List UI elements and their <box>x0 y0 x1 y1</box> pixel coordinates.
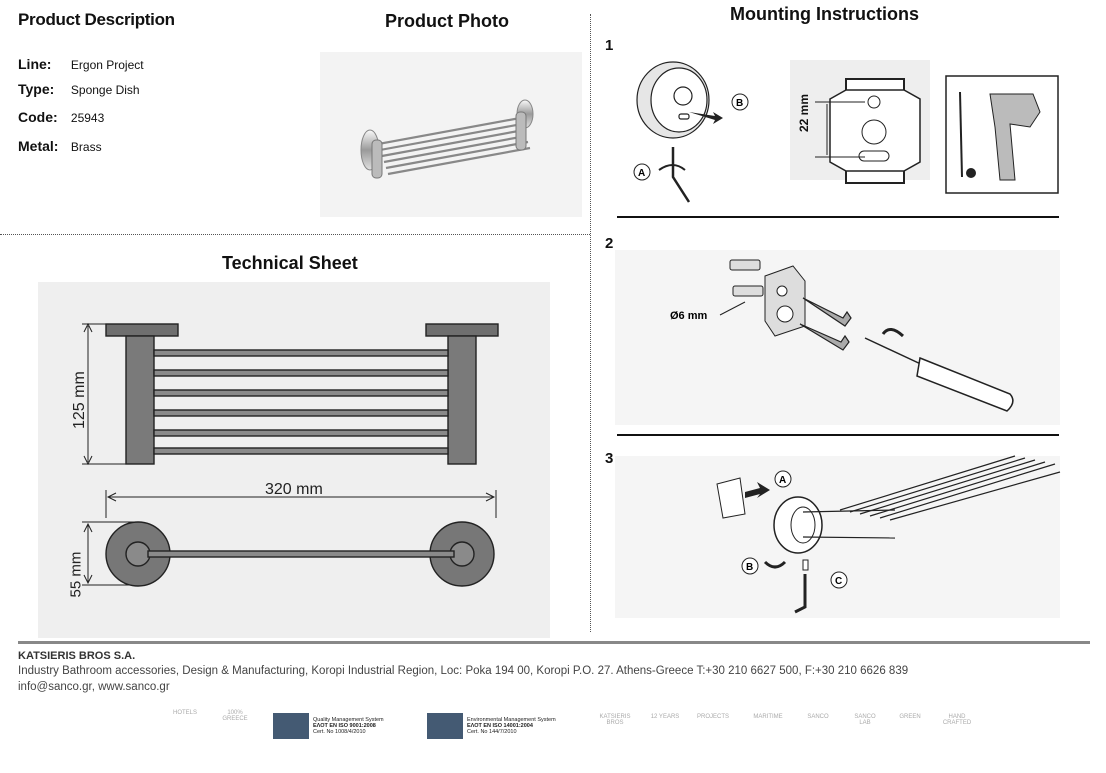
spec-value: Sponge Dish <box>70 83 140 97</box>
step-number: 3 <box>605 450 614 467</box>
spec-label: Type: <box>18 81 55 97</box>
footer-rule <box>18 641 1090 644</box>
certification-logos: HOTELS 100% GREECE Quality Management Sy… <box>170 710 971 744</box>
katsieris-logo: KATSIERIS BROS <box>599 714 631 726</box>
dimension-22mm: 22 mm <box>797 93 812 133</box>
label-a: A <box>779 475 786 486</box>
separator <box>0 234 590 235</box>
spec-row-line: Line: Ergon Project <box>18 56 144 72</box>
spec-row-metal: Metal: Brass <box>18 138 102 154</box>
eurocert-logo <box>427 713 463 739</box>
spec-value: Brass <box>70 140 102 154</box>
green-logo: GREEN <box>899 714 921 720</box>
spec-row-type: Type: Sponge Dish <box>18 81 140 97</box>
spec-row-code: Code: 25943 <box>18 109 104 125</box>
environmental-cert: Environmental Management System ΕΛΟΤ EN … <box>467 717 556 735</box>
label-c: C <box>835 576 842 587</box>
quality-cert: Quality Management System ΕΛΟΤ EN ISO 90… <box>313 717 384 735</box>
greece-logo: 100% GREECE <box>222 710 248 722</box>
label-b: B <box>746 562 753 573</box>
product-photo <box>320 52 582 217</box>
dimension-height: 125 mm <box>71 371 88 429</box>
technical-drawing-svg <box>82 322 499 587</box>
step-1-illustration: B A <box>615 52 1065 210</box>
spec-label: Line: <box>18 56 52 72</box>
technical-drawing <box>38 282 550 638</box>
sponge-dish-photo <box>360 99 534 179</box>
step-divider <box>617 216 1059 218</box>
step-3-illustration: A B C <box>615 452 1065 620</box>
company-contact: info@sanco.gr, www.sanco.gr <box>18 681 170 693</box>
product-photo-title: Product Photo <box>385 11 509 31</box>
svg-text:B: B <box>736 98 743 109</box>
hotels-logo: HOTELS <box>172 710 197 716</box>
step-number: 1 <box>605 37 614 54</box>
eurocert-logo <box>273 713 309 739</box>
dimension-depth: 55 mm <box>67 551 85 598</box>
maritime-logo: MARITIME <box>753 714 783 720</box>
spec-value: 25943 <box>70 111 105 125</box>
dimension-width: 320 mm <box>265 481 323 498</box>
sanco-lab-logo: SANCO LAB <box>854 714 876 726</box>
step-divider <box>617 434 1059 436</box>
projects-logo: PROJECTS <box>696 714 729 720</box>
dimension-6mm: Ø6 mm <box>670 310 708 322</box>
product-description-title: Product Description <box>18 10 175 29</box>
spec-value: Ergon Project <box>70 58 144 72</box>
spec-label: Code: <box>18 109 58 125</box>
svg-text:A: A <box>638 168 645 179</box>
company-name: KATSIERIS BROS S.A. <box>18 650 136 662</box>
step-number: 2 <box>605 235 614 252</box>
sanco-logo: SANCO <box>807 714 829 720</box>
technical-sheet-title: Technical Sheet <box>222 253 358 273</box>
separator <box>590 14 591 632</box>
step-2-illustration: Ø6 mm <box>615 246 1065 428</box>
company-address: Industry Bathroom accessories, Design & … <box>18 665 909 677</box>
mounting-instructions-title: Mounting Instructions <box>730 4 919 24</box>
handcrafted-logo: HAND CRAFTED <box>942 714 972 726</box>
years-logo: 12 YEARS <box>650 714 680 720</box>
spec-label: Metal: <box>18 138 59 154</box>
